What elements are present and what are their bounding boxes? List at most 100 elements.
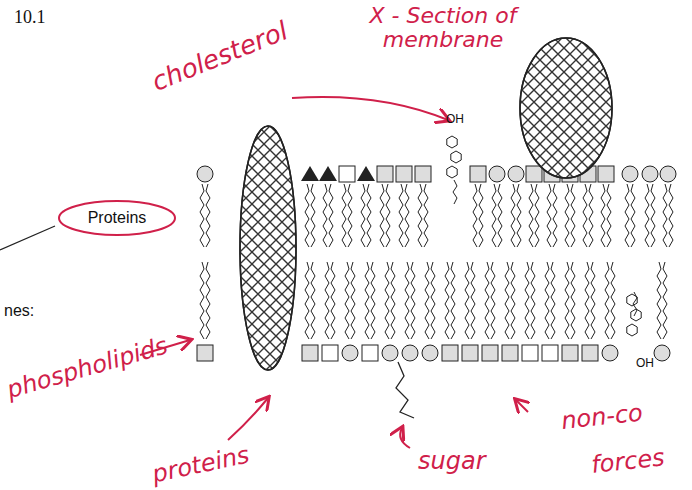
lipid-head	[402, 345, 418, 361]
lipid-head	[526, 166, 542, 182]
lipid-head	[322, 345, 338, 361]
lipid-head	[302, 345, 318, 361]
lipid-tail	[348, 184, 352, 247]
lipid-tail	[418, 184, 422, 247]
lipid-head	[582, 345, 598, 361]
lipid-head	[489, 166, 505, 182]
lipid-tail	[311, 184, 315, 247]
lipid-tail	[385, 262, 389, 339]
lipid-tail	[445, 262, 449, 339]
lipid-tail	[405, 184, 409, 247]
lipid-tail	[351, 262, 355, 339]
handwritten-label: forces	[590, 444, 666, 478]
lipid-tail	[451, 262, 455, 339]
handwritten-label: non-co	[560, 399, 644, 434]
lipid-tail	[663, 184, 667, 247]
lipid-tail	[473, 184, 477, 247]
lipid-tail	[525, 262, 529, 339]
lipid-tail	[529, 184, 533, 247]
lipid-tail	[589, 184, 593, 247]
lipid-head	[502, 345, 518, 361]
steroid-ring	[447, 136, 457, 148]
lipid-tail	[553, 184, 557, 247]
cholesterol-tail	[453, 180, 457, 204]
lipid-head	[522, 345, 538, 361]
lipid-tail	[631, 184, 635, 247]
lipid-tail	[465, 262, 469, 339]
lipid-tail	[645, 184, 649, 247]
lipid-tail	[601, 184, 605, 247]
lipid-tail	[492, 184, 496, 247]
lipid-tail	[425, 262, 429, 339]
lipid-tail	[651, 184, 655, 247]
lipid-head	[396, 166, 412, 182]
lipid-head	[442, 345, 458, 361]
lipid-head	[462, 345, 478, 361]
lipid-head	[542, 345, 558, 361]
lipid-tail	[371, 262, 375, 339]
lipid-head	[362, 345, 378, 361]
lipid-head	[654, 345, 670, 361]
lipid-head	[470, 166, 486, 182]
lipid-head	[415, 166, 431, 182]
handwritten-label: sugar	[418, 448, 486, 474]
lipid-tail	[399, 184, 403, 247]
lipid-tail	[498, 184, 502, 247]
lipid-tail	[325, 262, 329, 339]
lipid-head	[342, 345, 358, 361]
lipid-tail	[342, 184, 346, 247]
steroid-ring	[627, 324, 637, 336]
steroid-ring	[451, 151, 461, 163]
lipid-tail	[611, 262, 615, 339]
lipid-head	[197, 345, 213, 361]
lipid-tail	[431, 262, 435, 339]
lipid-tail	[345, 262, 349, 339]
lipid-tail	[571, 262, 575, 339]
lipid-head	[319, 166, 337, 181]
lipid-head	[339, 166, 355, 182]
term-text: Proteins	[88, 209, 147, 227]
lipid-tail	[331, 262, 335, 339]
lipid-head	[357, 166, 375, 181]
lipid-head	[482, 345, 498, 361]
lipid-tail	[323, 184, 327, 247]
lipid-tail	[585, 262, 589, 339]
lipid-tail	[411, 262, 415, 339]
lipid-tail	[405, 262, 409, 339]
lipid-head	[301, 166, 319, 181]
lipid-tail	[517, 184, 521, 247]
hydroxyl-label: OH	[446, 113, 464, 126]
lipid-tail	[329, 184, 333, 247]
lipid-tail	[424, 184, 428, 247]
lipid-tail	[380, 184, 384, 247]
lipid-head	[377, 166, 393, 182]
handwritten-label: phospholipids	[4, 332, 171, 403]
cholesterol-tail	[633, 292, 637, 316]
lipid-tail	[531, 262, 535, 339]
lipid-tail	[200, 184, 204, 247]
lipid-tail	[200, 262, 204, 339]
lipid-tail	[311, 262, 315, 339]
lipid-tail	[505, 262, 509, 339]
cut-text: nes:	[4, 302, 34, 320]
lipid-tail	[471, 262, 475, 339]
handwritten-title: X - Section of membrane	[318, 4, 568, 52]
lipid-head	[422, 345, 438, 361]
handwritten-label: proteins	[150, 442, 252, 488]
lipid-tail	[305, 184, 309, 247]
lipid-head	[598, 166, 614, 182]
lipid-head	[660, 166, 676, 182]
lipid-tail	[305, 262, 309, 339]
lipid-tail	[367, 184, 371, 247]
figure-number: 10.1	[14, 8, 46, 28]
lipid-tail	[545, 262, 549, 339]
lipid-tail	[386, 184, 390, 247]
lipid-tail	[657, 262, 661, 339]
lipid-tail	[535, 184, 539, 247]
lipid-tail	[491, 262, 495, 339]
lipid-head	[197, 166, 213, 182]
lipid-tail	[206, 262, 210, 339]
lipid-tail	[583, 184, 587, 247]
lipid-tail	[669, 184, 673, 247]
lipid-tail	[511, 184, 515, 247]
